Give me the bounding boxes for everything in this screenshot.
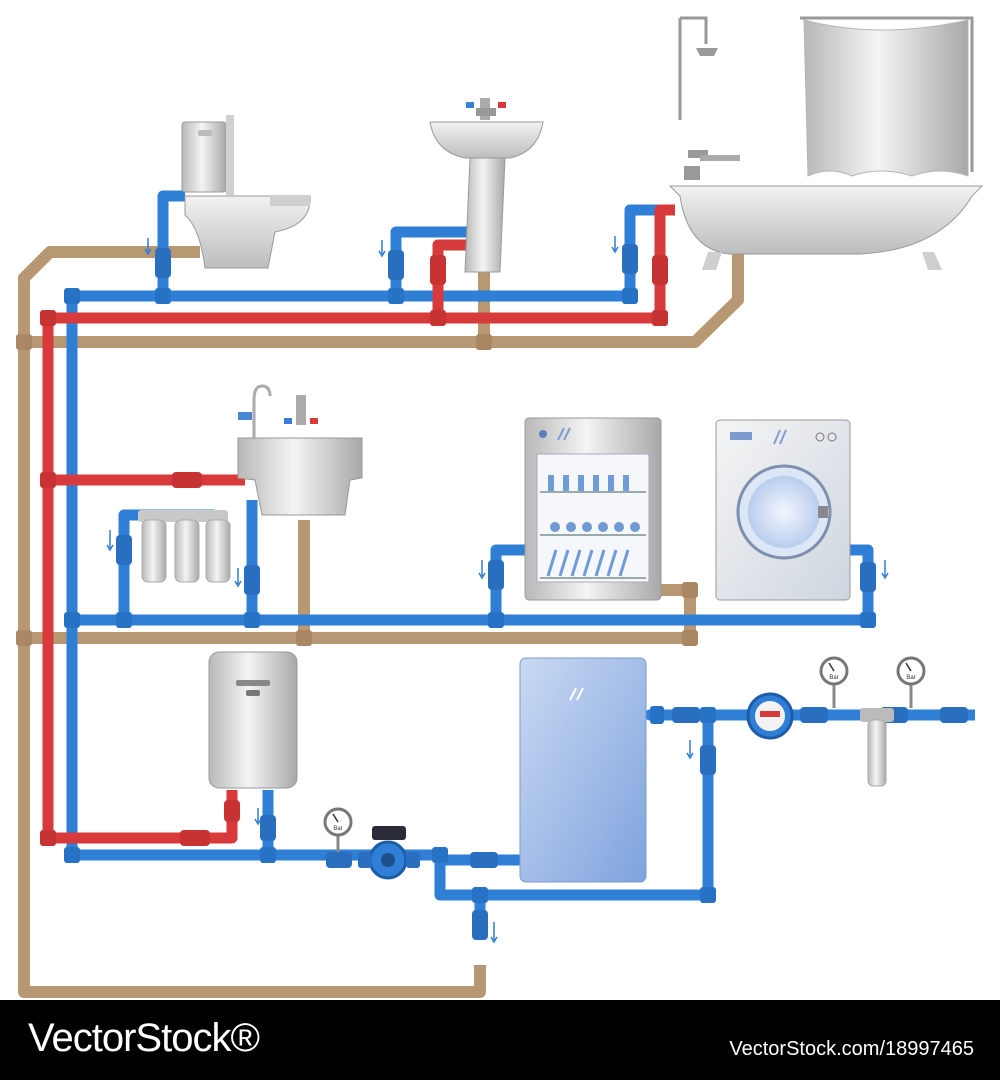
gauge-unit-label: Bar <box>906 675 915 681</box>
bathtub-icon <box>668 16 984 270</box>
gauge-unit-label: Bar <box>333 826 342 832</box>
dishwasher-supply <box>490 544 525 620</box>
upper-drain-pipe <box>24 250 744 348</box>
footer-brand: VectorStock® <box>28 1016 260 1060</box>
gauge-unit-label: Bar <box>829 675 838 681</box>
kitchen-sink-icon <box>237 384 363 516</box>
water-meter-icon <box>746 692 794 740</box>
toilet-icon <box>181 115 311 269</box>
washing-machine-icon <box>715 419 851 601</box>
watermark-footer: VectorStock® VectorStock.com/18997465 <box>0 1000 1000 1080</box>
filter-supply <box>118 509 215 620</box>
plumbing-diagram-canvas: Bar Bar Bar <box>16 16 984 998</box>
flow-arrows <box>106 236 889 944</box>
dishwasher-icon <box>524 417 662 601</box>
pressure-gauge-icon: Bar <box>323 807 353 852</box>
footer-image-id: VectorStock.com/18997465 <box>729 1038 974 1060</box>
cold-main-lower <box>72 849 500 901</box>
washbasin-hot-supply <box>432 239 466 318</box>
storage-tank-icon <box>519 657 647 883</box>
shower-curtain <box>803 19 969 177</box>
washbasin-icon <box>429 98 544 273</box>
pressure-gauge-icon: Bar <box>819 656 849 708</box>
water-filter-icon <box>138 510 231 583</box>
shower-head-icon <box>696 48 718 56</box>
main-filter-icon <box>860 708 894 787</box>
water-heater-icon <box>208 651 298 789</box>
circulation-pump-icon <box>358 826 420 880</box>
pressure-gauge-icon: Bar <box>896 656 926 708</box>
